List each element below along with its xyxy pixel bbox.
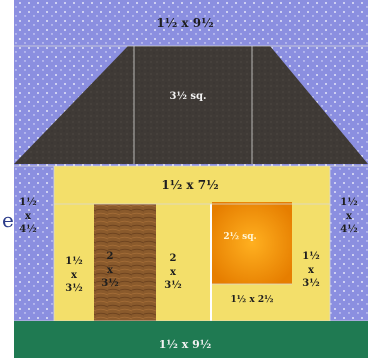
left-sky-label: 1½ x 4½	[19, 197, 37, 235]
grass-label: 1½ x 9½	[158, 338, 212, 351]
sky-left-strip	[14, 166, 54, 321]
house-band	[54, 166, 330, 204]
window-label: 2½ sq.	[223, 232, 257, 242]
top-sky-label: 1½ x 9½	[156, 16, 214, 30]
middle-wall-label: 2 x 3½	[164, 253, 182, 291]
middle-wall	[156, 204, 210, 321]
under-window-label: 1½ x 2½	[230, 295, 274, 305]
door	[94, 204, 156, 321]
roof	[14, 46, 368, 164]
roof-label: 3½ sq.	[169, 91, 207, 102]
under-window-strip	[212, 284, 292, 321]
sky-top-strip	[14, 0, 368, 46]
house-band-label: 1½ x 7½	[161, 178, 219, 192]
left-wall	[54, 204, 94, 321]
door-label: 2 x 3½	[101, 251, 119, 289]
left-wall-label: 1½ x 3½	[65, 256, 83, 294]
right-sky-label: 1½ x 4½	[340, 197, 358, 235]
right-wall	[292, 204, 330, 321]
stray-letter: e	[2, 208, 14, 232]
grass-strip	[14, 321, 368, 358]
window	[212, 202, 292, 284]
sky-right-strip	[330, 166, 368, 321]
right-wall-label: 1½ x 3½	[302, 251, 320, 289]
